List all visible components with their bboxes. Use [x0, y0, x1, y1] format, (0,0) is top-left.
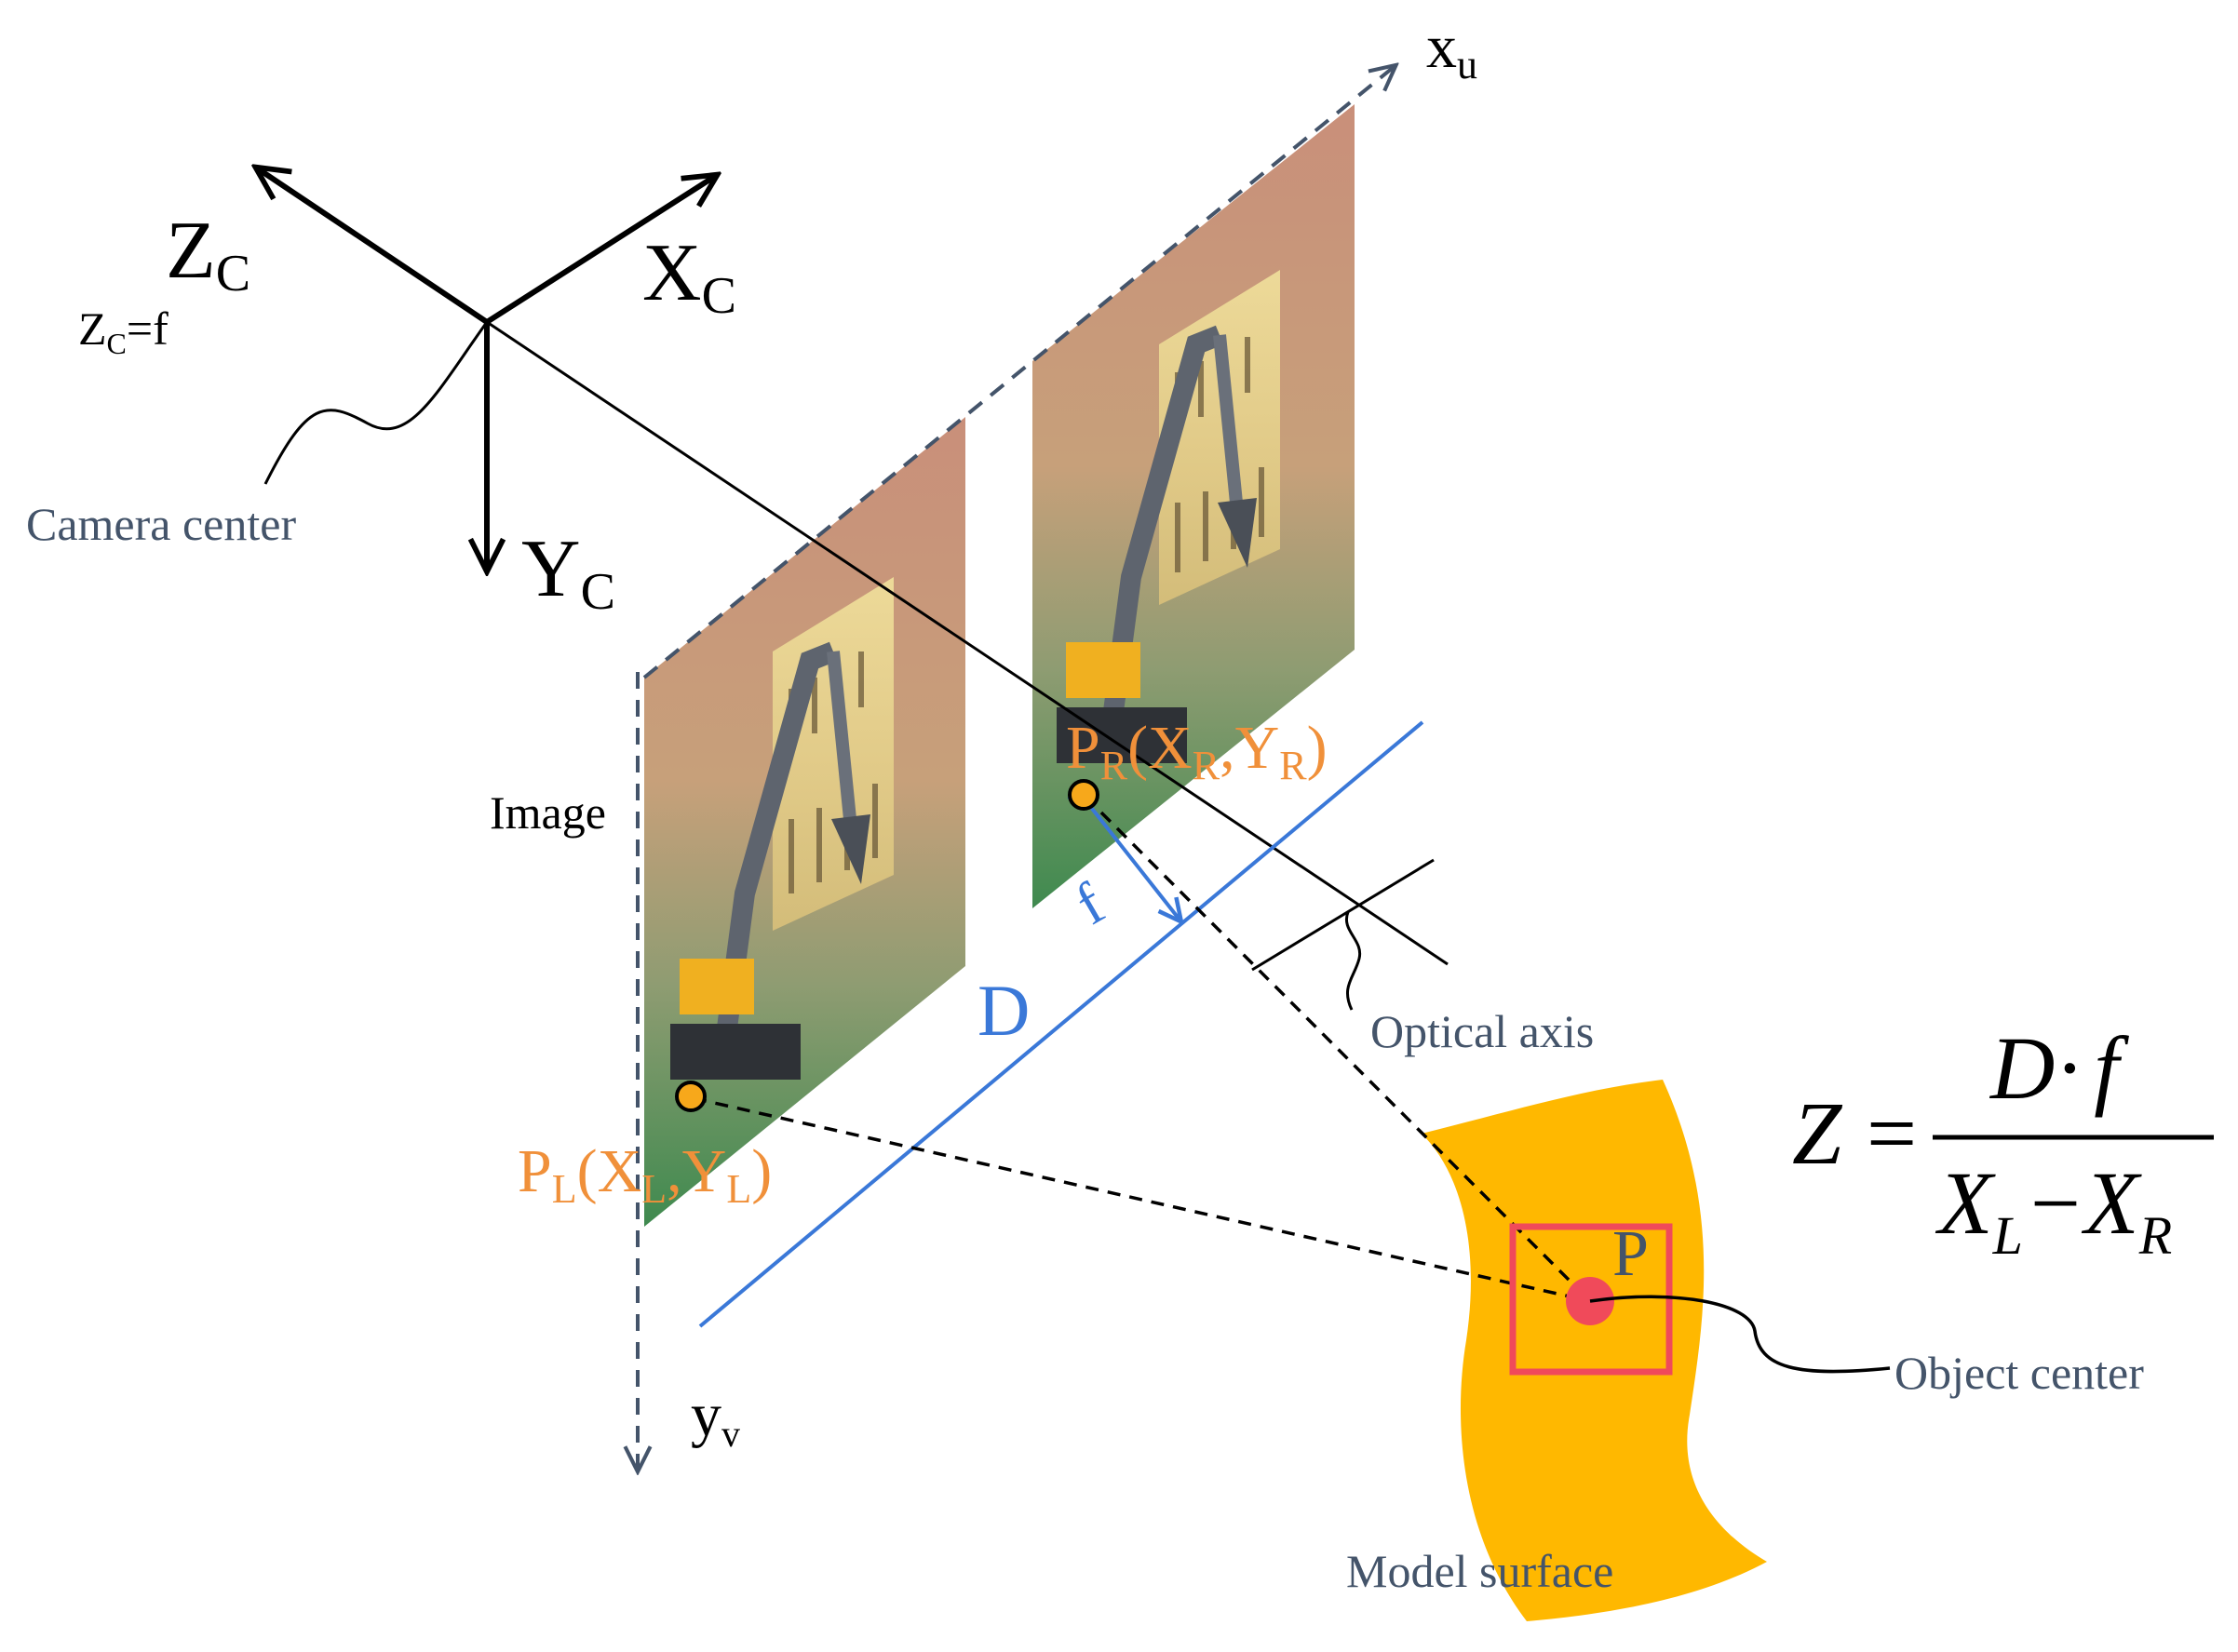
- left-point-label: PL(XL,YL): [518, 1137, 772, 1212]
- focal-length-arrow: [1089, 805, 1180, 920]
- equation-denominator: XL−XR: [1935, 1153, 2172, 1266]
- equation-numerator: D·f: [1989, 1018, 2129, 1118]
- yv-label: yv: [691, 1381, 740, 1455]
- camera-center-label: Camera center: [26, 498, 296, 550]
- left-image-point: [675, 1081, 707, 1112]
- model-surface-label: Model surface: [1346, 1545, 1613, 1597]
- left-tracks: [670, 1024, 801, 1080]
- camera-axes: [259, 169, 714, 568]
- xc-label: XC: [642, 228, 736, 325]
- xu-axis: [642, 67, 1394, 679]
- xu-label: xu: [1426, 13, 1477, 87]
- right-bucket: [1218, 498, 1257, 568]
- baseline-line: [698, 720, 1424, 1328]
- yc-label: YC: [521, 524, 615, 621]
- left-image-plane: [644, 417, 965, 1227]
- right-excavator: [1057, 325, 1257, 763]
- left-excavator: [670, 641, 870, 1080]
- baseline-label: D: [977, 970, 1030, 1051]
- left-cab: [680, 959, 754, 1014]
- zc-label: ZC: [166, 206, 250, 302]
- model-surface: [1422, 1080, 1767, 1621]
- image-label: Image: [490, 786, 606, 839]
- object-bounding-box: [1509, 1223, 1673, 1376]
- equation-equals: =: [1867, 1083, 1917, 1183]
- focal-length-label: f: [1065, 869, 1116, 936]
- right-image-point: [1068, 779, 1099, 811]
- right-point-label: PR(XR,YR): [1066, 714, 1328, 788]
- xc-axis: [485, 177, 714, 325]
- right-image-plane: [1032, 104, 1355, 908]
- left-bucket: [831, 814, 870, 884]
- object-center-label: Object center: [1894, 1347, 2144, 1399]
- optical-axis-leader: [1344, 911, 1362, 1011]
- zc-equals-f-label: ZC=f: [78, 302, 169, 360]
- left-projection-ray: [693, 1096, 1591, 1303]
- point-p-label: P: [1612, 1218, 1649, 1290]
- optical-axis-crossbar: [1251, 858, 1435, 972]
- optical-axis-line: [486, 320, 1449, 966]
- right-cab: [1066, 642, 1140, 698]
- depth-equation: Z = D·f XL−XR: [1792, 1018, 2214, 1266]
- equation-lhs: Z: [1792, 1083, 1843, 1183]
- camera-center-leader: [263, 321, 489, 485]
- optical-axis-label: Optical axis: [1370, 1005, 1594, 1057]
- object-center-leader: [1589, 1295, 1891, 1374]
- zc-axis: [259, 169, 489, 325]
- right-projection-ray: [1084, 795, 1592, 1303]
